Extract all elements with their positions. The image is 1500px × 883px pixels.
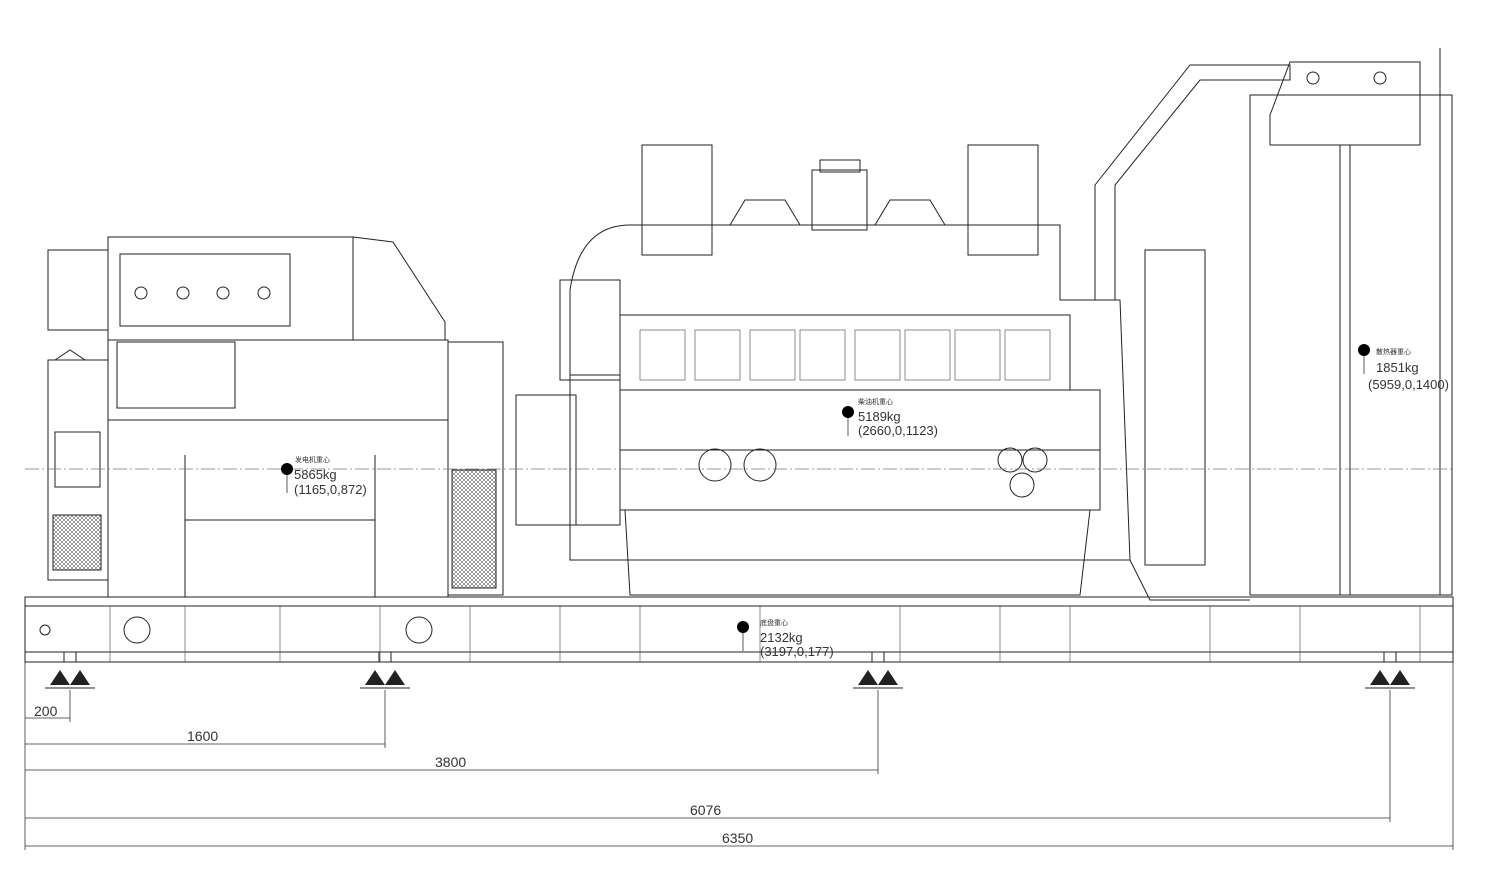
svg-text:柴油机重心: 柴油机重心 — [858, 397, 893, 406]
cog-engine: 柴油机重心 5189kg (2660,0,1123) — [842, 397, 938, 438]
svg-text:(2660,0,1123): (2660,0,1123) — [858, 423, 938, 438]
svg-text:(3197,0,177): (3197,0,177) — [760, 644, 834, 659]
svg-text:5865kg: 5865kg — [294, 467, 337, 482]
svg-text:底盘重心: 底盘重心 — [760, 618, 788, 627]
vibration-mounts — [45, 651, 1415, 689]
svg-text:(1165,0,872): (1165,0,872) — [294, 482, 367, 497]
dimension-lines — [24, 662, 1454, 850]
svg-text:(5959,0,1400): (5959,0,1400) — [1368, 377, 1449, 392]
svg-text:发电机重心: 发电机重心 — [295, 455, 330, 464]
dimension-3800: 3800 — [435, 754, 466, 770]
dimension-6076: 6076 — [690, 802, 721, 818]
alternator — [47, 236, 577, 598]
cog-generator: 发电机重心 5865kg (1165,0,872) — [281, 455, 367, 497]
svg-text:1851kg: 1851kg — [1376, 360, 1419, 375]
cog-radiator: 散热器重心 1851kg (5959,0,1400) — [1358, 344, 1449, 392]
radiator — [1094, 48, 1453, 601]
svg-text:2132kg: 2132kg — [760, 630, 803, 645]
svg-text:散热器重心: 散热器重心 — [1376, 347, 1411, 356]
base-frame — [24, 596, 1454, 663]
diesel-engine — [559, 144, 1131, 596]
cog-base: 底盘重心 2132kg (3197,0,177) — [737, 618, 834, 659]
dimension-1600: 1600 — [187, 728, 218, 744]
svg-text:5189kg: 5189kg — [858, 409, 901, 424]
dimension-200: 200 — [34, 703, 58, 719]
dimension-6350: 6350 — [722, 830, 753, 846]
